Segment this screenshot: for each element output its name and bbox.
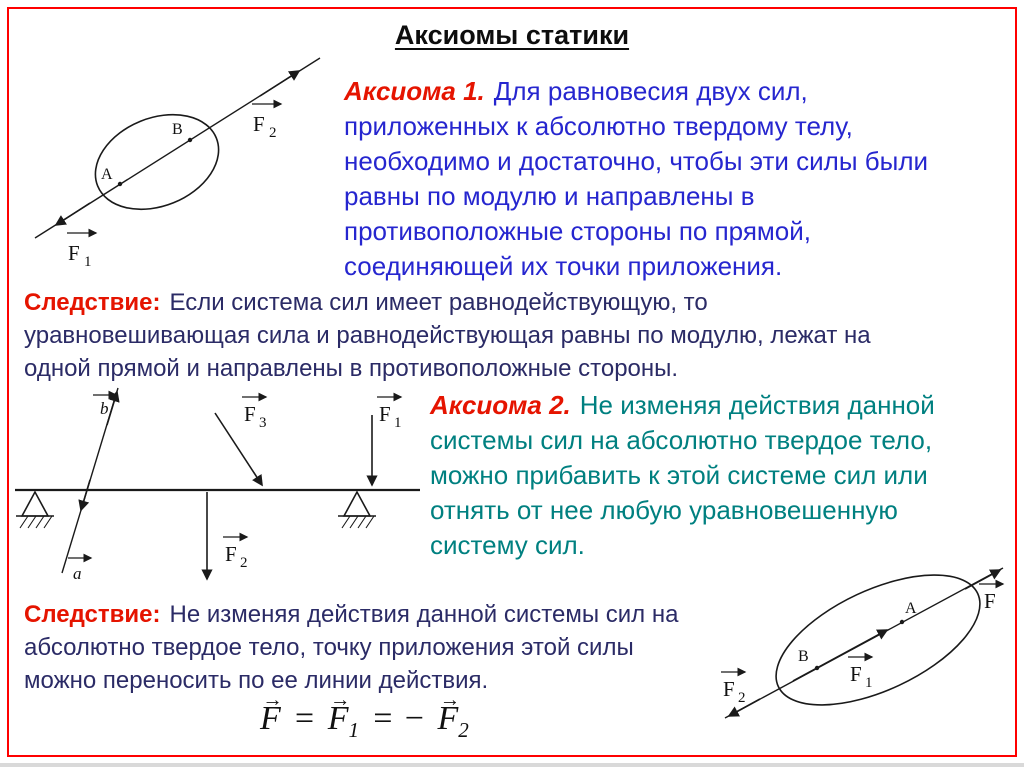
corollary2-label: Следствие: xyxy=(24,601,161,628)
left-support-hatching xyxy=(19,515,53,529)
axiom2-line: можно прибавить к этой системе сил или xyxy=(430,460,928,490)
corollary1-line: Если система сил имеет равнодействующую,… xyxy=(169,289,708,316)
point-b-label: B xyxy=(798,648,809,665)
axiom1-paragraph: Аксиома 1. Для равновесия двух сил, прило… xyxy=(344,74,928,284)
formula-symbol: F xyxy=(437,700,459,737)
corollary1-label: Следствие: xyxy=(24,289,161,316)
label-f1: F xyxy=(850,662,862,686)
right-support-hatching xyxy=(341,515,375,529)
balanced-force-down-arrow xyxy=(78,479,91,512)
text-line: Следствие: Если система сил имеет равноде… xyxy=(24,286,871,319)
point-a-dot xyxy=(117,181,123,187)
label-f1-sub: 1 xyxy=(84,254,92,270)
diagram-axiom1: A B F 2 F 1 xyxy=(34,57,321,270)
corollary1-line: уравновешивающая сила и равнодействующая… xyxy=(24,322,871,349)
axiom1-line: Для равновесия двух сил, xyxy=(493,76,808,106)
equals-minus-sign: = − xyxy=(371,700,426,737)
force-arrow-f3 xyxy=(214,412,263,487)
axiom2-label: Аксиома 2. xyxy=(430,390,571,420)
label-f2-sub: 2 xyxy=(240,555,248,571)
axiom1-line: противоположные стороны по прямой, xyxy=(344,216,811,246)
vector-arrow-icon: → xyxy=(262,688,283,711)
point-b-label: B xyxy=(172,121,183,138)
rigid-body-ellipse xyxy=(775,574,981,706)
point-b-label: b xyxy=(100,399,109,418)
window-bottom-edge xyxy=(0,763,1024,767)
formula-symbol: F xyxy=(260,700,281,737)
diagram-corollary2: A B F F 1 F 2 xyxy=(721,567,1005,719)
vector-arrow-icon: → xyxy=(439,688,461,711)
label-f1-sub: 1 xyxy=(865,675,873,691)
corollary1-paragraph: Следствие: Если система сил имеет равноде… xyxy=(24,286,871,385)
point-a-label: a xyxy=(73,564,82,583)
point-b-dot xyxy=(187,137,193,143)
label-f2: F xyxy=(225,542,237,566)
label-f2-sub: 2 xyxy=(269,125,277,141)
axiom1-line: соединяющей их точки приложения. xyxy=(344,251,783,281)
text-line: Аксиома 2. Не изменяя действия данной xyxy=(430,388,935,423)
point-b-dot xyxy=(814,665,820,671)
force-arrow-f1 xyxy=(54,202,91,226)
force-arrow-f2 xyxy=(259,70,301,97)
formula-subscript: 1 xyxy=(348,717,360,742)
axiom2-line: системы сил на абсолютно твердое тело, xyxy=(430,425,933,455)
axiom1-line: равны по модулю и направлены в xyxy=(344,181,755,211)
corollary1-line: одной прямой и направлены в противополож… xyxy=(24,355,679,382)
force-arrow-f xyxy=(964,569,1002,590)
formula-subscript: 2 xyxy=(458,717,469,742)
axiom2-line: систему сил. xyxy=(430,530,585,560)
label-f2: F xyxy=(253,112,265,136)
vector-formula: →F = →F1 = − →F2 xyxy=(260,689,469,743)
label-f3-sub: 3 xyxy=(259,415,267,431)
label-f2-sub: 2 xyxy=(738,690,746,706)
diagram-axiom2: b a F 3 F 1 F 2 xyxy=(15,387,420,583)
balanced-force-up-arrow xyxy=(106,390,120,426)
vector-f1: →F1 xyxy=(327,689,360,743)
formula-symbol: F xyxy=(327,700,349,737)
label-f1: F xyxy=(379,402,391,426)
corollary2-line: Не изменяя действия данной системы сил н… xyxy=(169,601,679,628)
label-f3: F xyxy=(244,402,256,426)
label-f1: F xyxy=(68,241,80,265)
point-a-label: A xyxy=(905,600,917,617)
force-arrow-f1 xyxy=(792,629,889,682)
axiom1-line: необходимо и достаточно, чтобы эти силы … xyxy=(344,146,929,176)
vector-f: →F xyxy=(260,689,283,738)
corollary2-paragraph: Следствие: Не изменяя действия данной сис… xyxy=(24,598,678,697)
label-f: F xyxy=(984,589,996,613)
label-f2: F xyxy=(723,677,735,701)
corollary2-line: абсолютно твердое тело, точку приложения… xyxy=(24,634,634,661)
vector-arrow-icon: → xyxy=(330,688,351,711)
text-line: Следствие: Не изменяя действия данной сис… xyxy=(24,598,678,631)
axiom1-line: приложенных к абсолютно твердому телу, xyxy=(344,111,853,141)
equals-sign: = xyxy=(292,700,316,737)
axiom2-line: отнять от нее любую уравновешенную xyxy=(430,495,898,525)
slide-border xyxy=(7,7,1017,757)
force-arrow-f2 xyxy=(727,698,761,717)
axiom2-paragraph: Аксиома 2. Не изменяя действия данной сис… xyxy=(430,388,935,563)
rigid-body-ellipse xyxy=(94,113,220,211)
left-support xyxy=(16,490,54,529)
axiom2-line: Не изменяя действия данной xyxy=(579,390,935,420)
label-f1-sub: 1 xyxy=(394,415,402,431)
corollary2-line: можно переносить по ее линии действия. xyxy=(24,667,489,694)
point-a-label: A xyxy=(101,166,113,183)
text-line: Аксиома 1. Для равновесия двух сил, xyxy=(344,74,928,109)
vector-f2: →F2 xyxy=(437,689,469,743)
axiom1-label: Аксиома 1. xyxy=(344,76,485,106)
point-a-dot xyxy=(899,619,905,625)
slide-title: Аксиомы статики xyxy=(394,20,630,50)
right-support xyxy=(338,490,376,529)
